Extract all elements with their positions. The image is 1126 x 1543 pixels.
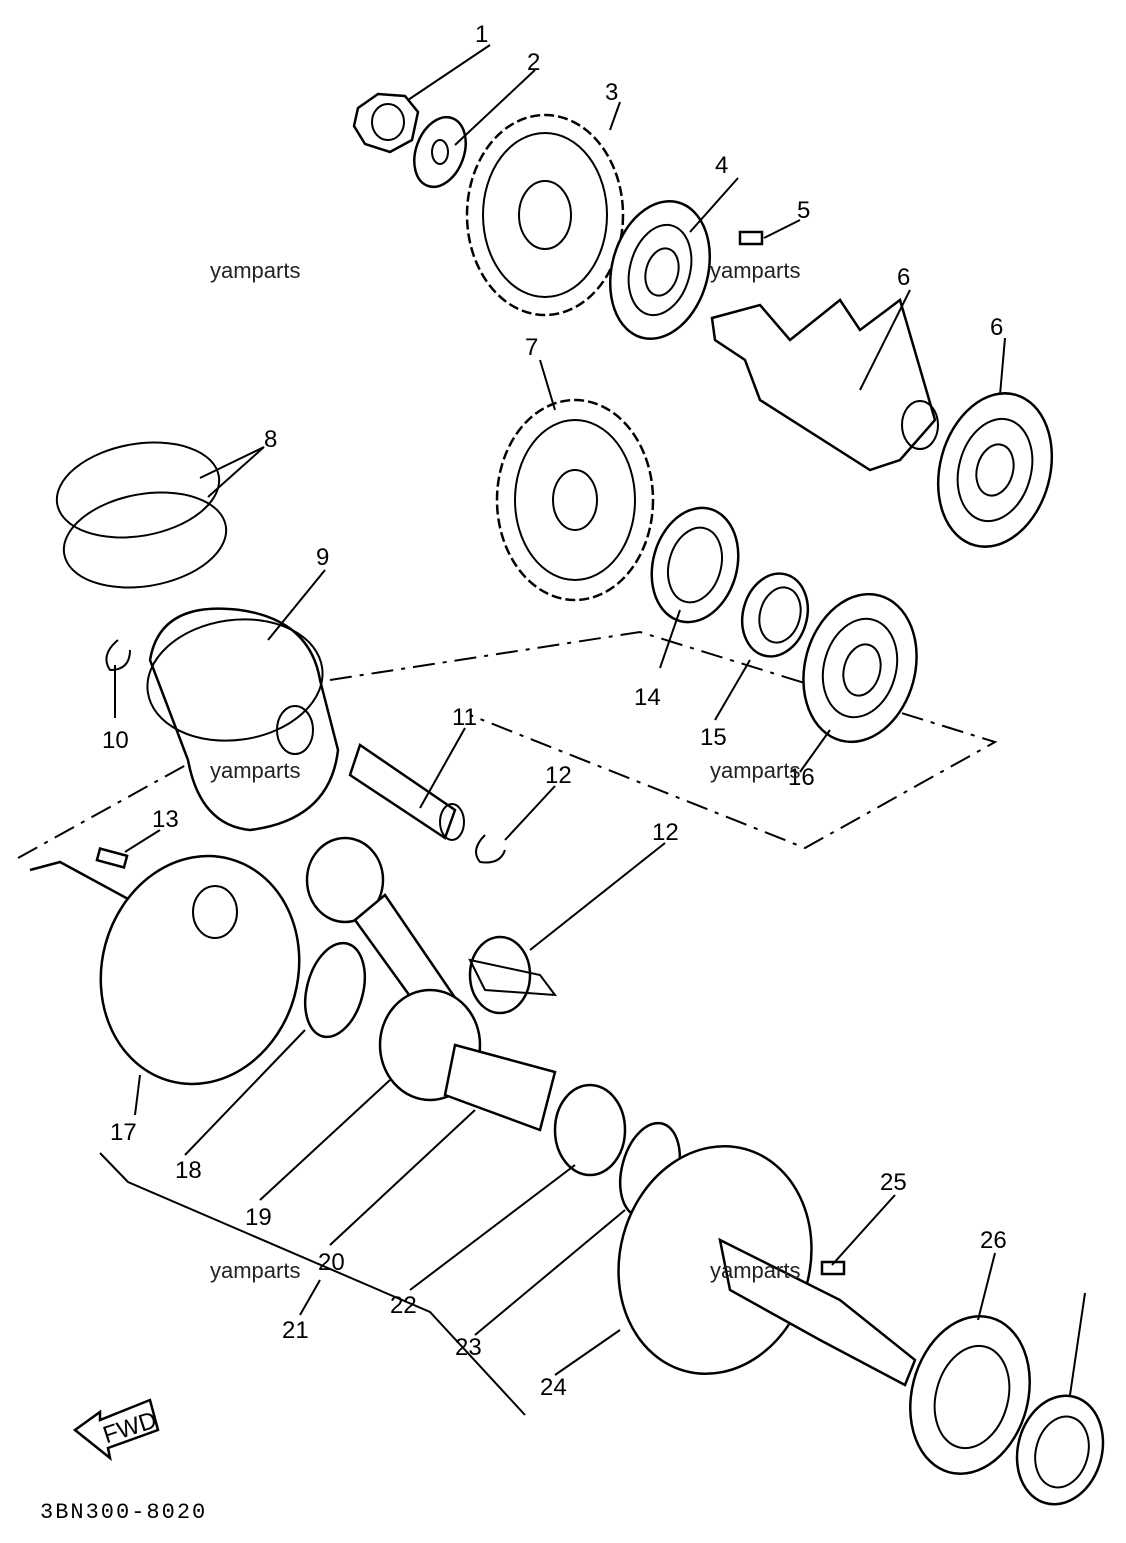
- part-11-piston-pin: [348, 743, 465, 841]
- callout-22: 4: [715, 152, 728, 179]
- callout-15: 14: [634, 684, 661, 711]
- part-10-needle-bearing: [468, 935, 558, 1015]
- callout-10: 12: [652, 819, 679, 846]
- callout-5: 20: [318, 1249, 345, 1276]
- callout-3: 17: [110, 1119, 137, 1146]
- callout-9: 8: [264, 426, 277, 453]
- callout-26: 1: [475, 21, 488, 48]
- part-19-gear: [495, 398, 655, 602]
- callout-labels: 1 2 3 4 5 6 6 7 8 9 10 11 12 12 13 14 15…: [102, 21, 1007, 1401]
- part-26-nut: [352, 92, 420, 154]
- callout-23: 5: [797, 197, 810, 224]
- callout-1: 21: [282, 1317, 309, 1344]
- part-6-washer: [303, 941, 367, 1039]
- part-4-connecting-rod: [305, 836, 482, 1102]
- watermark-text: yamparts: [210, 758, 300, 783]
- part-22-bearing: [608, 200, 712, 340]
- part-20-balancer-shaft: [710, 297, 939, 472]
- callout-17: 25: [880, 1169, 907, 1196]
- callout-12: 10: [102, 727, 129, 754]
- part-12-circlip: [105, 639, 131, 672]
- watermark-text: yamparts: [210, 258, 300, 283]
- part-24-gear: [465, 113, 625, 317]
- part-13-bearing: [909, 1315, 1031, 1475]
- callout-11: 11: [452, 704, 477, 731]
- part-15-bearing-2: [802, 592, 918, 744]
- part-17-key: [820, 1260, 846, 1276]
- callout-21: 6: [990, 314, 1003, 341]
- fwd-arrow-icon: FWD: [72, 1398, 160, 1462]
- callout-7: 22: [390, 1292, 417, 1319]
- watermark-text: yamparts: [710, 1258, 800, 1283]
- callout-20: 6: [897, 264, 910, 291]
- part-23-key: [738, 230, 764, 246]
- callout-6b: 23: [455, 1334, 482, 1361]
- diagram-code: 3BN300-8020: [40, 1500, 207, 1525]
- callout-25: 2: [527, 49, 540, 76]
- callout-18: 13: [152, 806, 179, 833]
- callout-12b: 12: [545, 762, 572, 789]
- part-21-bearing: [936, 392, 1054, 548]
- callout-13: 26: [980, 1227, 1007, 1254]
- part-3-crank-left: [29, 854, 301, 1086]
- fwd-label: FWD: [100, 1407, 160, 1450]
- part-15-bearing: [650, 506, 740, 624]
- watermarks: yamparts yamparts yamparts yamparts yamp…: [210, 258, 800, 1283]
- watermark-text: yamparts: [710, 258, 800, 283]
- callout-2: 24: [540, 1374, 567, 1401]
- callout-24: 3: [605, 79, 618, 106]
- part-12-circlip-2: [475, 834, 506, 864]
- part-18-key: [95, 847, 129, 869]
- watermark-text: yamparts: [710, 758, 800, 783]
- part-9-piston-rings: [55, 441, 228, 589]
- callout-16: 15: [700, 724, 727, 751]
- part-5-crank-pin: [443, 1043, 557, 1132]
- callout-8: 9: [316, 544, 329, 571]
- callout-6: 18: [175, 1157, 202, 1184]
- part-25-lock-washer: [413, 115, 467, 189]
- part-16-collar: [740, 572, 810, 658]
- watermark-text: yamparts: [210, 1258, 300, 1283]
- part-8-piston: [146, 607, 340, 832]
- assembly-outline: [17, 630, 998, 1416]
- callout-4: 19: [245, 1204, 272, 1231]
- callout-15b: 16: [788, 764, 815, 791]
- callout-19: 7: [525, 334, 538, 361]
- part-2-crank-right: [617, 1144, 917, 1387]
- part-14-oil-seal: [1015, 1394, 1105, 1506]
- leader-lines: [114, 44, 1086, 1396]
- part-7-needle-bearing: [553, 1083, 627, 1177]
